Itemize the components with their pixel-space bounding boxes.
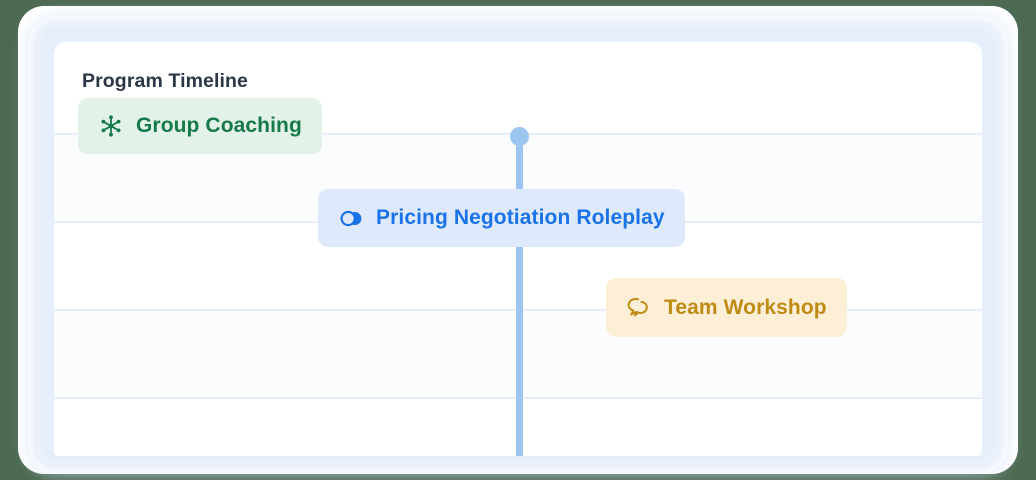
hub-spokes-icon <box>98 113 124 139</box>
event-chip-pricing-negotiation-roleplay[interactable]: Pricing Negotiation Roleplay <box>318 189 685 247</box>
event-label: Pricing Negotiation Roleplay <box>376 206 665 229</box>
overlapping-circles-icon <box>338 205 364 231</box>
timeline-marker-line[interactable] <box>516 133 523 456</box>
speech-bubbles-icon <box>626 295 652 321</box>
event-chip-group-coaching[interactable]: Group Coaching <box>78 98 322 154</box>
event-label: Team Workshop <box>664 295 827 319</box>
event-label: Group Coaching <box>136 114 302 137</box>
timeline-marker-dot[interactable] <box>510 127 529 146</box>
program-timeline-card: Program Timeline <box>54 42 982 456</box>
event-chip-team-workshop[interactable]: Team Workshop <box>606 278 847 337</box>
page-title: Program Timeline <box>82 70 248 92</box>
